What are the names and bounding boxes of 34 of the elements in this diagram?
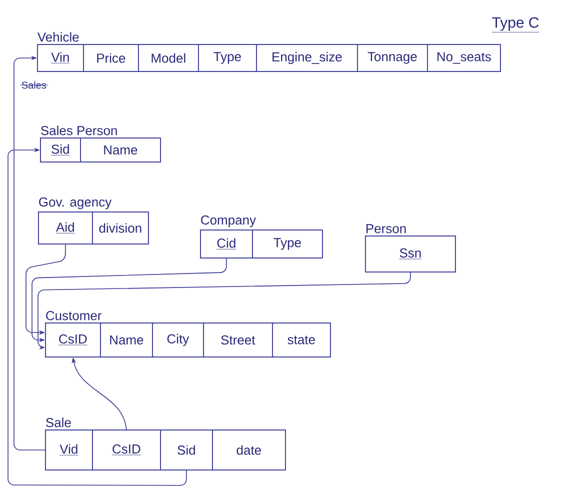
attribute-cell: Sid (40, 138, 81, 162)
attribute-cell: Price (83, 44, 139, 72)
struck-word: Sales (20, 81, 48, 89)
attribute-cell: Tonnage (357, 44, 428, 72)
attribute-cell: Street (203, 322, 273, 358)
attribute-cell: CsID (45, 322, 101, 358)
attribute-cell: division (92, 212, 149, 244)
attribute-cell: Cid (200, 230, 253, 258)
node-label: Gov. agency (39, 197, 112, 210)
attribute-cell: Type (252, 230, 323, 258)
attribute-cell: Sid (160, 430, 213, 470)
attribute-cell: Name (80, 138, 161, 162)
node-label: Company (201, 215, 256, 228)
attribute-cell: CsID (92, 430, 161, 470)
attribute-cell: Name (100, 322, 153, 358)
arrow (14, 56, 46, 450)
arrow (8, 148, 187, 486)
attribute-cell: date (212, 430, 286, 470)
node-label: Sale (46, 418, 71, 428)
node-label: Sales Person (41, 126, 117, 136)
attribute-cell: Aid (38, 212, 93, 244)
node-label: Vehicle (37, 32, 79, 42)
attribute-cell: Ssn (365, 236, 456, 272)
underlined-note: Type C (492, 17, 540, 32)
attribute-cell: City (152, 322, 204, 358)
attribute-cell: Type (198, 44, 257, 72)
node-label: Person (366, 224, 406, 234)
attribute-cell: Vin (37, 44, 84, 72)
node-label: Customer (46, 310, 102, 320)
attribute-cell: Engine_size (256, 44, 358, 72)
attribute-cell: state (272, 322, 331, 358)
attribute-cell: Model (138, 44, 199, 72)
attribute-cell: Vid (45, 430, 93, 470)
attribute-cell: No_seats (427, 44, 501, 72)
